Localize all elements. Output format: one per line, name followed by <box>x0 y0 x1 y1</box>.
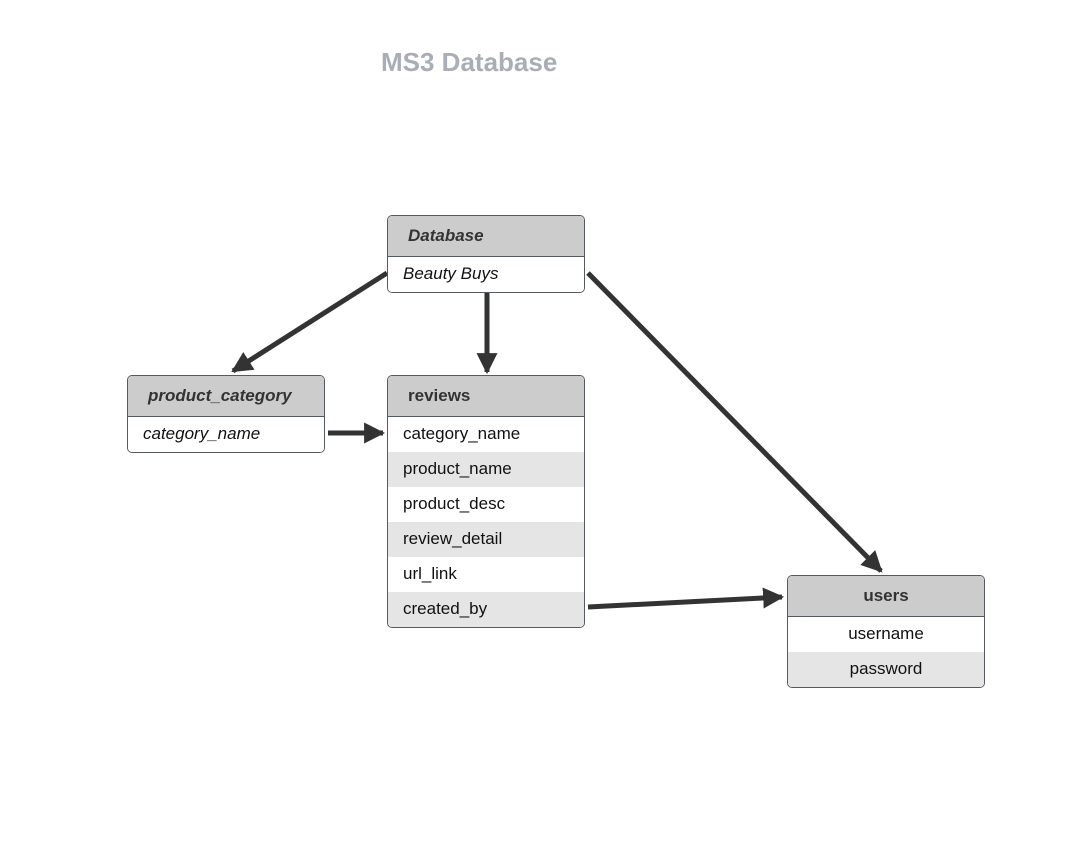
entity-field: url_link <box>388 557 584 592</box>
entity-database[interactable]: Database Beauty Buys <box>387 215 585 293</box>
arrow-database-to-users <box>586 271 883 573</box>
entity-field: password <box>788 652 984 687</box>
diagram-title: MS3 Database <box>381 47 558 77</box>
entity-field: category_name <box>128 417 324 452</box>
entity-field: username <box>788 617 984 652</box>
arrow-database-to-product-category <box>231 270 389 374</box>
entity-header: users <box>788 576 984 617</box>
entity-reviews[interactable]: reviews category_name product_name produ… <box>387 375 585 628</box>
entity-field: review_detail <box>388 522 584 557</box>
entity-field: product_name <box>388 452 584 487</box>
entity-header: product_category <box>128 376 324 417</box>
entity-field: Beauty Buys <box>388 257 584 292</box>
entity-product-category[interactable]: product_category category_name <box>127 375 325 453</box>
entity-field: product_desc <box>388 487 584 522</box>
entity-field: created_by <box>388 592 584 627</box>
entity-field: category_name <box>388 417 584 452</box>
entity-users[interactable]: users username password <box>787 575 985 688</box>
entity-header: Database <box>388 216 584 257</box>
arrow-reviews-to-users <box>587 587 785 610</box>
entity-header: reviews <box>388 376 584 417</box>
